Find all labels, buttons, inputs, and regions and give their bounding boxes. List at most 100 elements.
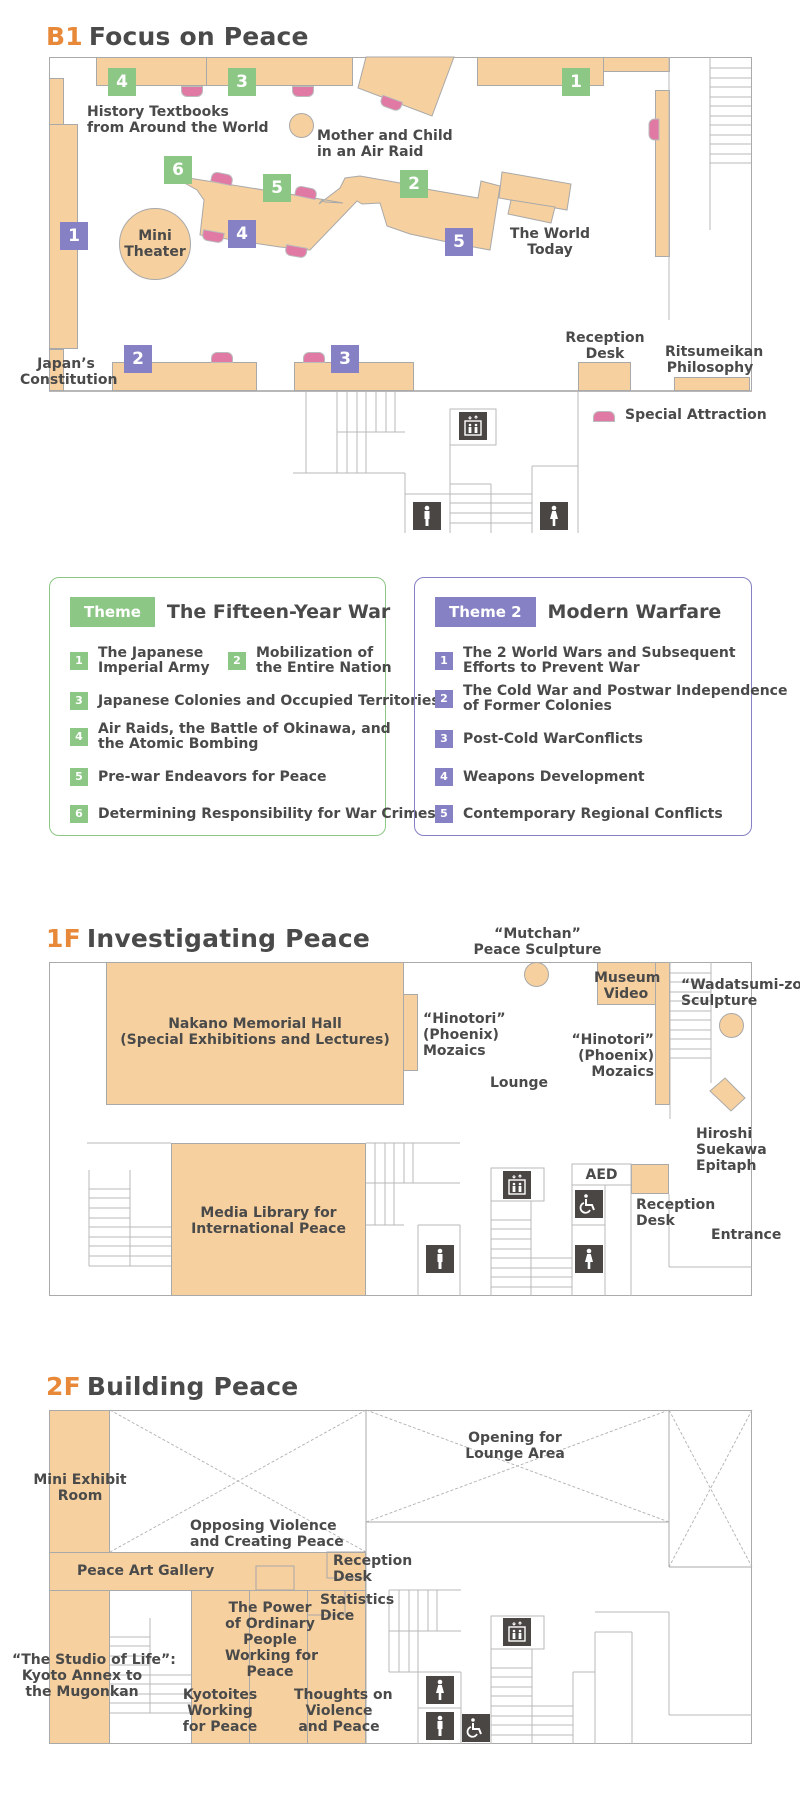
womens-restroom-icon xyxy=(426,1676,454,1704)
woman-glyph xyxy=(550,505,558,526)
mens-restroom-icon xyxy=(426,1245,454,1273)
theme1-panel: Theme 1 The Fifteen-Year War 1 The Japan… xyxy=(49,577,440,836)
f2-label-reception-desk: Reception Desk xyxy=(333,1553,413,1585)
theme1-item-text: Pre-war Endeavors for Peace xyxy=(98,768,327,785)
theme2-zone-5-badge[interactable]: 5 xyxy=(445,228,473,256)
theme2-item-number: 2 xyxy=(435,690,453,708)
theme1-zone-2-badge[interactable]: 2 xyxy=(400,170,428,198)
elevator-icon xyxy=(503,1171,531,1199)
theme2-zone-4-badge[interactable]: 4 xyxy=(228,220,256,248)
theme1-item-number: 3 xyxy=(70,692,88,710)
theme1-zone-1-badge[interactable]: 1 xyxy=(562,68,590,96)
special-attraction-marker xyxy=(211,352,233,363)
b1-label-japans-constitution: Japan’s Constitution xyxy=(20,356,118,388)
theme2-name: Modern Warfare xyxy=(547,601,722,623)
theme1-item: 3 Japanese Colonies and Occupied Territo… xyxy=(70,692,440,710)
f2-label-power-ordinary: The Power of Ordinary People Working for… xyxy=(225,1600,319,1680)
theme2-zone-3-badge[interactable]: 3 xyxy=(331,345,359,373)
woman-glyph xyxy=(585,1248,593,1269)
f1-floor-name: Investigating Peace xyxy=(86,924,371,953)
f2-peace-art-gallery xyxy=(49,1552,366,1591)
elevator-icon xyxy=(459,412,487,440)
b1-right-wall-exhibit xyxy=(655,90,670,257)
f1-label-nakano: Nakano Memorial Hall (Special Exhibition… xyxy=(120,1016,390,1048)
f2-label-studio-of-life: “The Studio of Life”: Kyoto Annex to the… xyxy=(12,1652,176,1700)
theme1-item: 4 Air Raids, the Battle of Okinawa, and … xyxy=(70,722,391,752)
man-glyph xyxy=(424,505,430,526)
man-glyph xyxy=(437,1248,443,1269)
special-attraction-marker xyxy=(292,86,314,97)
f1-label-media-library: Media Library for International Peace xyxy=(191,1205,346,1237)
theme1-item-text: Japanese Colonies and Occupied Territori… xyxy=(98,692,440,709)
theme1-zone-6-badge[interactable]: 6 xyxy=(164,156,192,184)
f2-floor-name: Building Peace xyxy=(86,1372,299,1401)
f2-kyotoites-area xyxy=(191,1590,250,1744)
f1-label-museum-video: Museum Video xyxy=(594,970,661,1002)
f1-label-hinotori-left: “Hinotori” (Phoenix) Mozaics xyxy=(423,1011,506,1059)
elevator-icon-glyph xyxy=(508,1174,526,1195)
theme1-zone-5-badge[interactable]: 5 xyxy=(263,174,291,202)
f1-label-wadatsumi: “Wadatsumi-zo” Sculpture xyxy=(681,977,800,1009)
theme1-item-text: Determining Responsibility for War Crime… xyxy=(98,805,436,822)
theme1-item: 2 Mobilization of the Entire Nation xyxy=(228,646,392,676)
b1-label-world-today: The World Today xyxy=(509,226,591,258)
f1-hinotori-mozaic-left xyxy=(403,994,418,1071)
theme2-header: Theme 2 Modern Warfare xyxy=(435,597,721,627)
theme2-item-text: Weapons Development xyxy=(463,768,645,785)
wheelchair-glyph xyxy=(466,1718,482,1738)
theme1-name: The Fifteen-Year War xyxy=(166,601,391,623)
b1-left-wall-upper xyxy=(49,78,64,125)
theme2-panel: Theme 2 Modern Warfare 1 The 2 World War… xyxy=(414,577,787,836)
elevator-icon-glyph xyxy=(508,1621,526,1642)
theme1-tag: Theme 1 xyxy=(70,597,155,651)
f1-label-entrance: Entrance xyxy=(711,1227,782,1243)
theme2-item: 5 Contemporary Regional Conflicts xyxy=(435,805,723,823)
theme1-item-text: Air Raids, the Battle of Okinawa, and th… xyxy=(98,721,391,752)
theme1-zone-3-badge[interactable]: 3 xyxy=(228,68,256,96)
theme2-item-text: Post-Cold WarConflicts xyxy=(463,730,643,747)
theme2-zone-1-badge[interactable]: 1 xyxy=(60,222,88,250)
elevator-icon-glyph xyxy=(464,415,482,436)
theme2-item: 2 The Cold War and Postwar Independence … xyxy=(435,684,787,714)
theme1-item: 5 Pre-war Endeavors for Peace xyxy=(70,768,326,786)
f1-label-lounge: Lounge xyxy=(490,1075,548,1091)
b1-reception-desk xyxy=(578,362,631,391)
theme1-item-number: 4 xyxy=(70,728,88,746)
theme1-header: Theme 1 The Fifteen-Year War xyxy=(70,597,391,651)
f1-media-library xyxy=(171,1143,366,1296)
theme2-item-number: 1 xyxy=(435,652,453,670)
f2-label-opposing-violence: Opposing Violence and Creating Peace xyxy=(190,1518,344,1550)
b1-label-reception-desk: Reception Desk xyxy=(565,330,645,362)
f2-power-ordinary-area xyxy=(249,1590,308,1744)
legend-special-attraction-label: Special Attraction xyxy=(625,407,767,423)
b1-label-mother-child: Mother and Child in an Air Raid xyxy=(317,128,453,160)
f2-label-opening-lounge: Opening for Lounge Area xyxy=(465,1430,565,1462)
b1-label-mini-theater: Mini Theater xyxy=(124,228,186,260)
womens-restroom-icon xyxy=(540,502,568,530)
special-attraction-marker xyxy=(181,86,203,97)
theme2-item-number: 5 xyxy=(435,805,453,823)
wheelchair-glyph xyxy=(579,1194,595,1214)
f2-mini-exhibit-room xyxy=(49,1410,110,1553)
theme1-item: 6 Determining Responsibility for War Cri… xyxy=(70,805,436,823)
f1-label-reception-desk: Reception Desk xyxy=(636,1197,716,1229)
womens-restroom-icon xyxy=(575,1245,603,1273)
f1-label-epitaph: Hiroshi Suekawa Epitaph xyxy=(696,1126,767,1174)
theme1-item-text: The Japanese Imperial Army xyxy=(98,645,210,676)
theme2-item-number: 3 xyxy=(435,730,453,748)
special-attraction-marker xyxy=(648,118,660,141)
f1-floor-number: 1F xyxy=(46,924,81,953)
f2-label-thoughts: Thoughts on Violence and Peace xyxy=(294,1687,393,1735)
theme1-item-text: Mobilization of the Entire Nation xyxy=(256,645,392,676)
theme1-zone-4-badge[interactable]: 4 xyxy=(108,68,136,96)
theme1-item-number: 5 xyxy=(70,768,88,786)
theme2-item: 4 Weapons Development xyxy=(435,768,645,786)
theme2-item: 3 Post-Cold WarConflicts xyxy=(435,730,643,748)
theme2-item-number: 4 xyxy=(435,768,453,786)
theme2-zone-2-badge[interactable]: 2 xyxy=(124,345,152,373)
theme2-item-text: Contemporary Regional Conflicts xyxy=(463,805,723,822)
wheelchair-accessible-icon xyxy=(575,1190,603,1218)
